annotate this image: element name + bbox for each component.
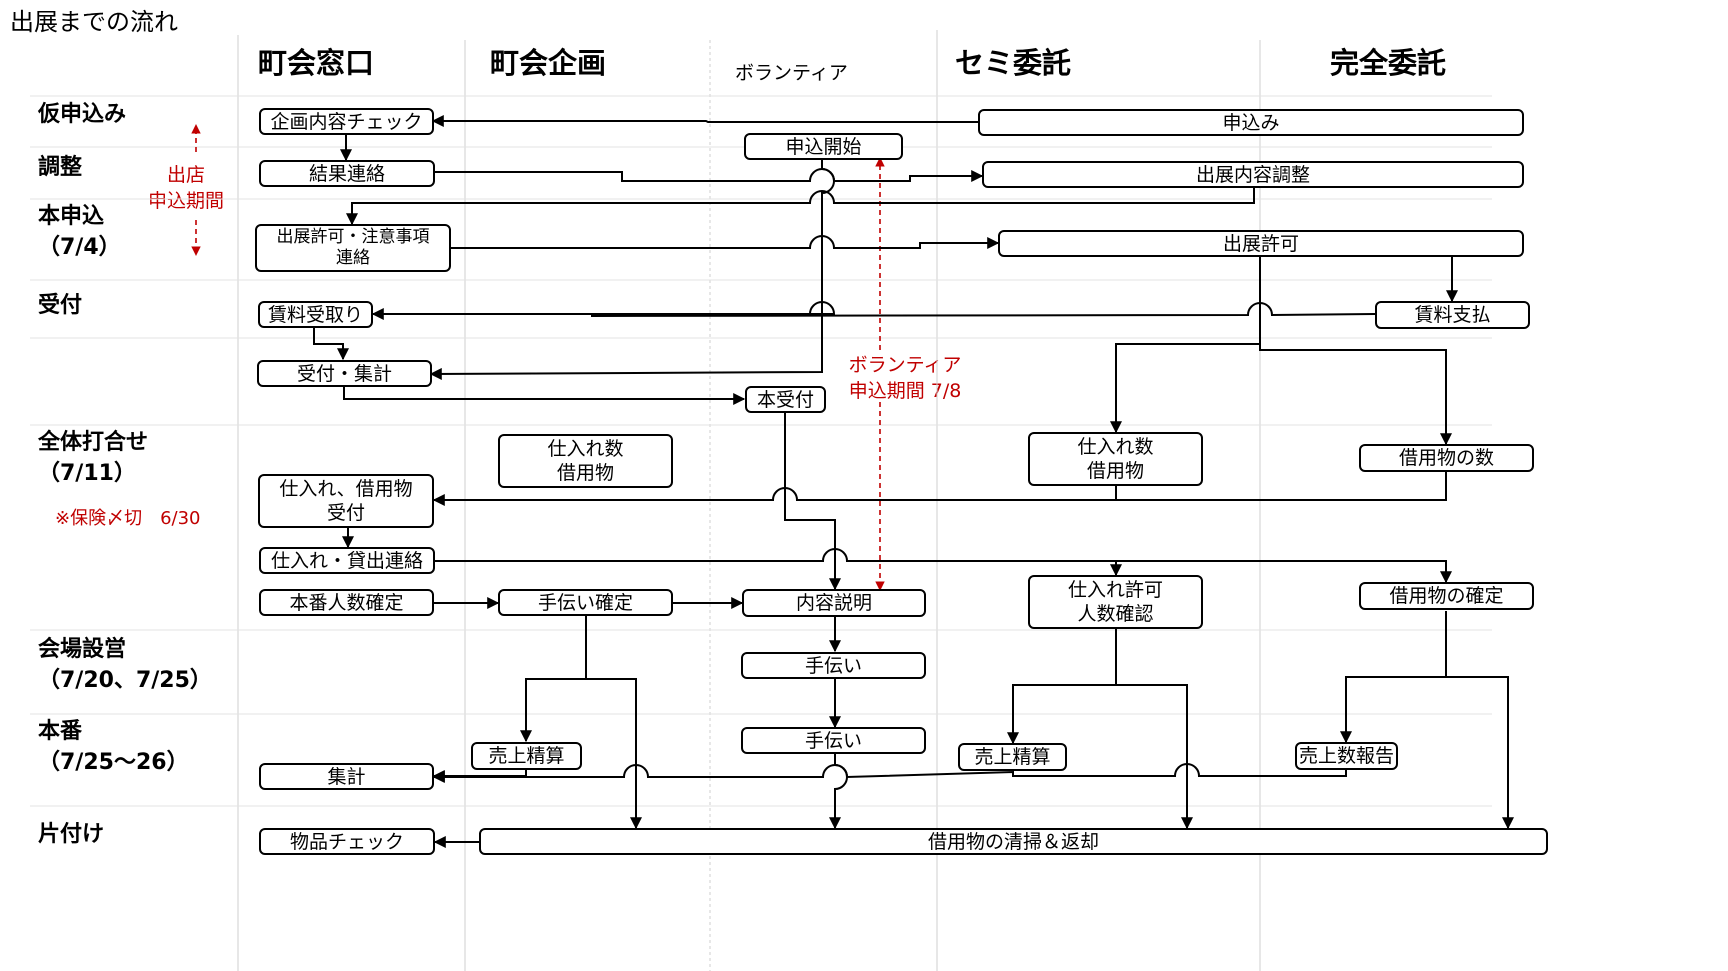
row-label-honban: 本番 （7/25～26） bbox=[38, 719, 189, 775]
box-moushikomi: 申込み bbox=[978, 109, 1524, 136]
box-uketsuke-shuukei: 受付・集計 bbox=[257, 360, 432, 387]
page-title: 出展までの流れ bbox=[10, 8, 178, 36]
row-label-uketsuke: 受付 bbox=[38, 293, 83, 318]
row-label-chousei: 調整 bbox=[38, 155, 83, 180]
row-label-zentai-uchiawase: 全体打合せ （7/11） bbox=[38, 430, 149, 486]
column-header-semi-itaku: セミ委託 bbox=[955, 46, 1072, 80]
row-label-hon-moushikomi: 本申込 （7/4） bbox=[38, 204, 121, 260]
box-moushikomi-kaishi: 申込開始 bbox=[744, 133, 903, 160]
box-shutten-kyoka: 出展許可 bbox=[998, 230, 1524, 257]
box-shuukei: 集計 bbox=[259, 763, 434, 790]
box-uriage-seisan-kikaku: 売上精算 bbox=[471, 742, 582, 770]
box-tetsudai-setsuei: 手伝い bbox=[741, 652, 926, 679]
box-shiire-suu-shakuyoubutsu-kikaku: 仕入れ数 借用物 bbox=[498, 434, 673, 488]
box-shutten-kyoka-chuui-jikou: 出展許可・注意事項 連絡 bbox=[255, 224, 451, 272]
box-buppin-check: 物品チェック bbox=[259, 828, 435, 855]
box-shiire-shakuyoubutsu-uketsuke: 仕入れ、借用物 受付 bbox=[258, 474, 434, 528]
box-chinryou-shiharai: 賃料支払 bbox=[1375, 301, 1530, 329]
box-shiire-kashidashi-renraku: 仕入れ・貸出連絡 bbox=[259, 547, 435, 574]
box-chinryou-uketori: 賃料受取り bbox=[258, 301, 373, 328]
box-shiire-kyoka-ninzuu-kakunin: 仕入れ許可 人数確認 bbox=[1028, 575, 1203, 629]
box-kekka-renraku: 結果連絡 bbox=[259, 160, 435, 187]
row-label-kaijou-setsuei: 会場設営 （7/20、7/25） bbox=[38, 637, 212, 693]
box-kikaku-naiyou-check: 企画内容チェック bbox=[259, 108, 434, 135]
column-header-kanzen-itaku: 完全委託 bbox=[1330, 46, 1447, 80]
box-tetsudai-honban: 手伝い bbox=[741, 727, 926, 754]
note-shop-application-period: 出店 申込期間 bbox=[147, 164, 224, 212]
box-uriage-suu-houkoku: 売上数報告 bbox=[1295, 742, 1398, 770]
box-shutten-naiyou-chousei: 出展内容調整 bbox=[982, 161, 1524, 188]
column-header-chokai-kikaku: 町会企画 bbox=[490, 46, 607, 80]
box-naiyou-setsumei: 内容説明 bbox=[742, 589, 926, 617]
box-uriage-seisan-semi: 売上精算 bbox=[958, 743, 1067, 771]
row-label-kari-moushikomi: 仮申込み bbox=[38, 102, 127, 127]
box-shakuyoubutsu-seisou-henkyaku: 借用物の清掃＆返却 bbox=[479, 828, 1548, 855]
box-shakuyoubutsu-no-kakutei: 借用物の確定 bbox=[1359, 582, 1534, 610]
box-shiire-suu-shakuyoubutsu-semi: 仕入れ数 借用物 bbox=[1028, 432, 1203, 486]
row-label-katazuke: 片付け bbox=[38, 822, 105, 847]
box-shakuyoubutsu-no-kazu: 借用物の数 bbox=[1359, 444, 1534, 472]
column-header-chokai-madoguchi: 町会窓口 bbox=[258, 46, 375, 80]
box-hon-uketsuke: 本受付 bbox=[745, 386, 826, 413]
note-volunteer-application-period: ボランティア 申込期間 7/8 bbox=[848, 354, 962, 402]
note-insurance-deadline: ※保険〆切 6/30 bbox=[55, 508, 201, 529]
column-subheader-volunteer: ボランティア bbox=[735, 62, 848, 84]
box-honban-ninzuu-kakutei: 本番人数確定 bbox=[259, 589, 434, 616]
box-tetsudai-kakutei: 手伝い確定 bbox=[498, 589, 673, 616]
